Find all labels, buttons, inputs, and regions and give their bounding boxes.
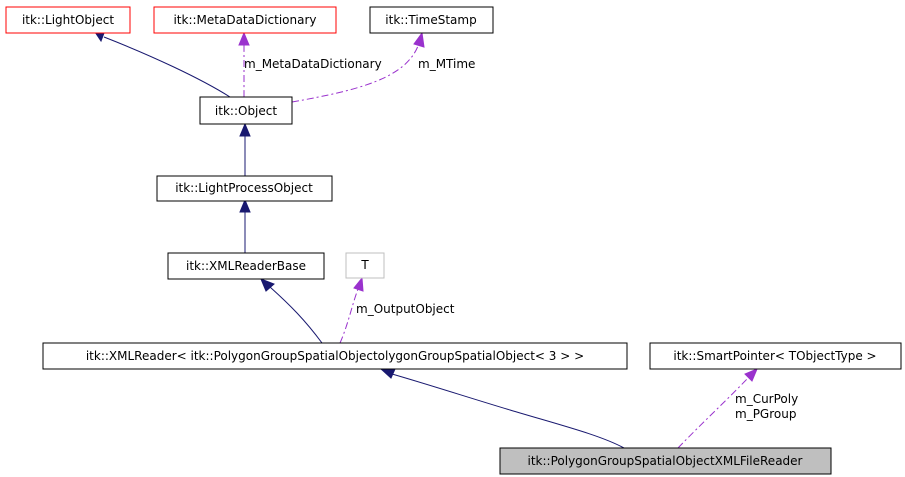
edge-label-meta-data-dictionary: m_MetaDataDictionary [244, 57, 382, 71]
arrowhead-light-process-object [239, 198, 251, 213]
arrowhead-time-stamp [413, 31, 425, 48]
node-xml-reader[interactable]: itk::XMLReader< itk::PolygonGroupSpatial… [42, 342, 628, 370]
node-light-process-object[interactable]: itk::LightProcessObject [156, 175, 333, 202]
edge-label-p-group: m_PGroup [735, 407, 796, 421]
node-label-object: itk::Object [215, 104, 277, 118]
edge-label-cur-poly: m_CurPoly [735, 392, 798, 406]
node-smart-pointer[interactable]: itk::SmartPointer< TObjectType > [649, 342, 902, 370]
arrowhead-xml-reader-base [260, 278, 275, 292]
node-object[interactable]: itk::Object [199, 96, 293, 125]
arrowhead-template-param [353, 276, 364, 292]
node-label-xml-reader-base: itk::XMLReaderBase [186, 259, 306, 273]
node-label-xml-reader: itk::XMLReader< itk::PolygonGroupSpatial… [86, 349, 584, 363]
node-label-template-param: T [360, 258, 369, 272]
edges [93, 31, 758, 449]
node-time-stamp[interactable]: itk::TimeStamp [369, 6, 494, 34]
arrowhead-object [239, 122, 251, 137]
node-template-param[interactable]: T [345, 252, 385, 279]
node-label-meta-data-dictionary: itk::MetaDataDictionary [173, 13, 316, 27]
arrowhead-xml-reader [379, 368, 396, 379]
edge-object-to-light-object [103, 36, 231, 98]
node-label-time-stamp: itk::TimeStamp [385, 13, 476, 27]
edge-xml-reader-to-xml-reader-base [269, 286, 323, 344]
edge-file-reader-to-smart-pointer [677, 377, 749, 449]
edge-label-m-time: m_MTime [418, 57, 475, 71]
node-label-light-object: itk::LightObject [22, 13, 114, 27]
arrowhead-meta-data-dictionary [238, 31, 250, 46]
edge-label-output-object: m_OutputObject [356, 302, 455, 316]
edge-xml-reader-to-template-param [339, 288, 359, 344]
edge-labels: m_MetaDataDictionary m_MTime m_OutputObj… [244, 57, 798, 421]
node-label-light-process-object: itk::LightProcessObject [175, 181, 313, 195]
node-xml-reader-base[interactable]: itk::XMLReaderBase [167, 252, 325, 280]
node-label-smart-pointer: itk::SmartPointer< TObjectType > [673, 349, 876, 363]
edge-file-reader-to-xml-reader [391, 373, 625, 449]
node-file-reader[interactable]: itk::PolygonGroupSpatialObjectXMLFileRea… [499, 447, 832, 475]
node-meta-data-dictionary[interactable]: itk::MetaDataDictionary [153, 6, 337, 34]
node-light-object[interactable]: itk::LightObject [5, 6, 131, 34]
edge-object-to-time-stamp [291, 45, 419, 103]
arrowhead-smart-pointer [744, 368, 758, 382]
node-label-file-reader: itk::PolygonGroupSpatialObjectXMLFileRea… [528, 454, 803, 468]
